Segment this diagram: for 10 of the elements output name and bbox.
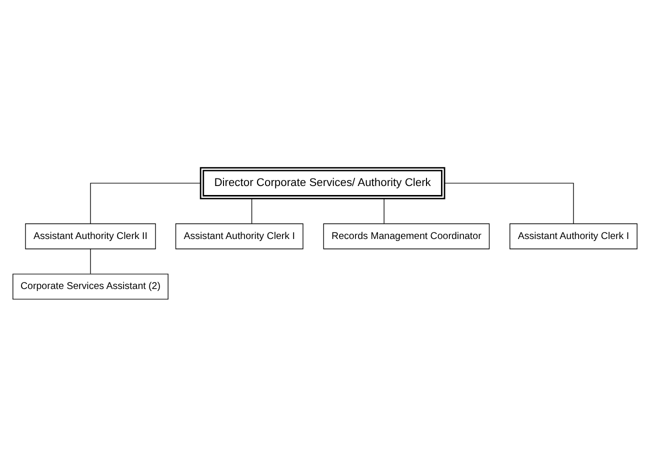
node-box: Records Management Coordinator (323, 223, 490, 250)
connector (90, 182, 201, 224)
node-box: Director Corporate Services/ Authority Clerk (200, 167, 446, 200)
node-box: Assistant Authority Clerk I (510, 223, 638, 250)
connector (251, 198, 252, 224)
connector (444, 182, 574, 224)
node-box: Assistant Authority Clerk II (25, 223, 156, 250)
node-box: Corporate Services Assistant (2) (12, 274, 168, 300)
connector (90, 248, 91, 274)
node-box: Assistant Authority Clerk I (175, 223, 304, 250)
